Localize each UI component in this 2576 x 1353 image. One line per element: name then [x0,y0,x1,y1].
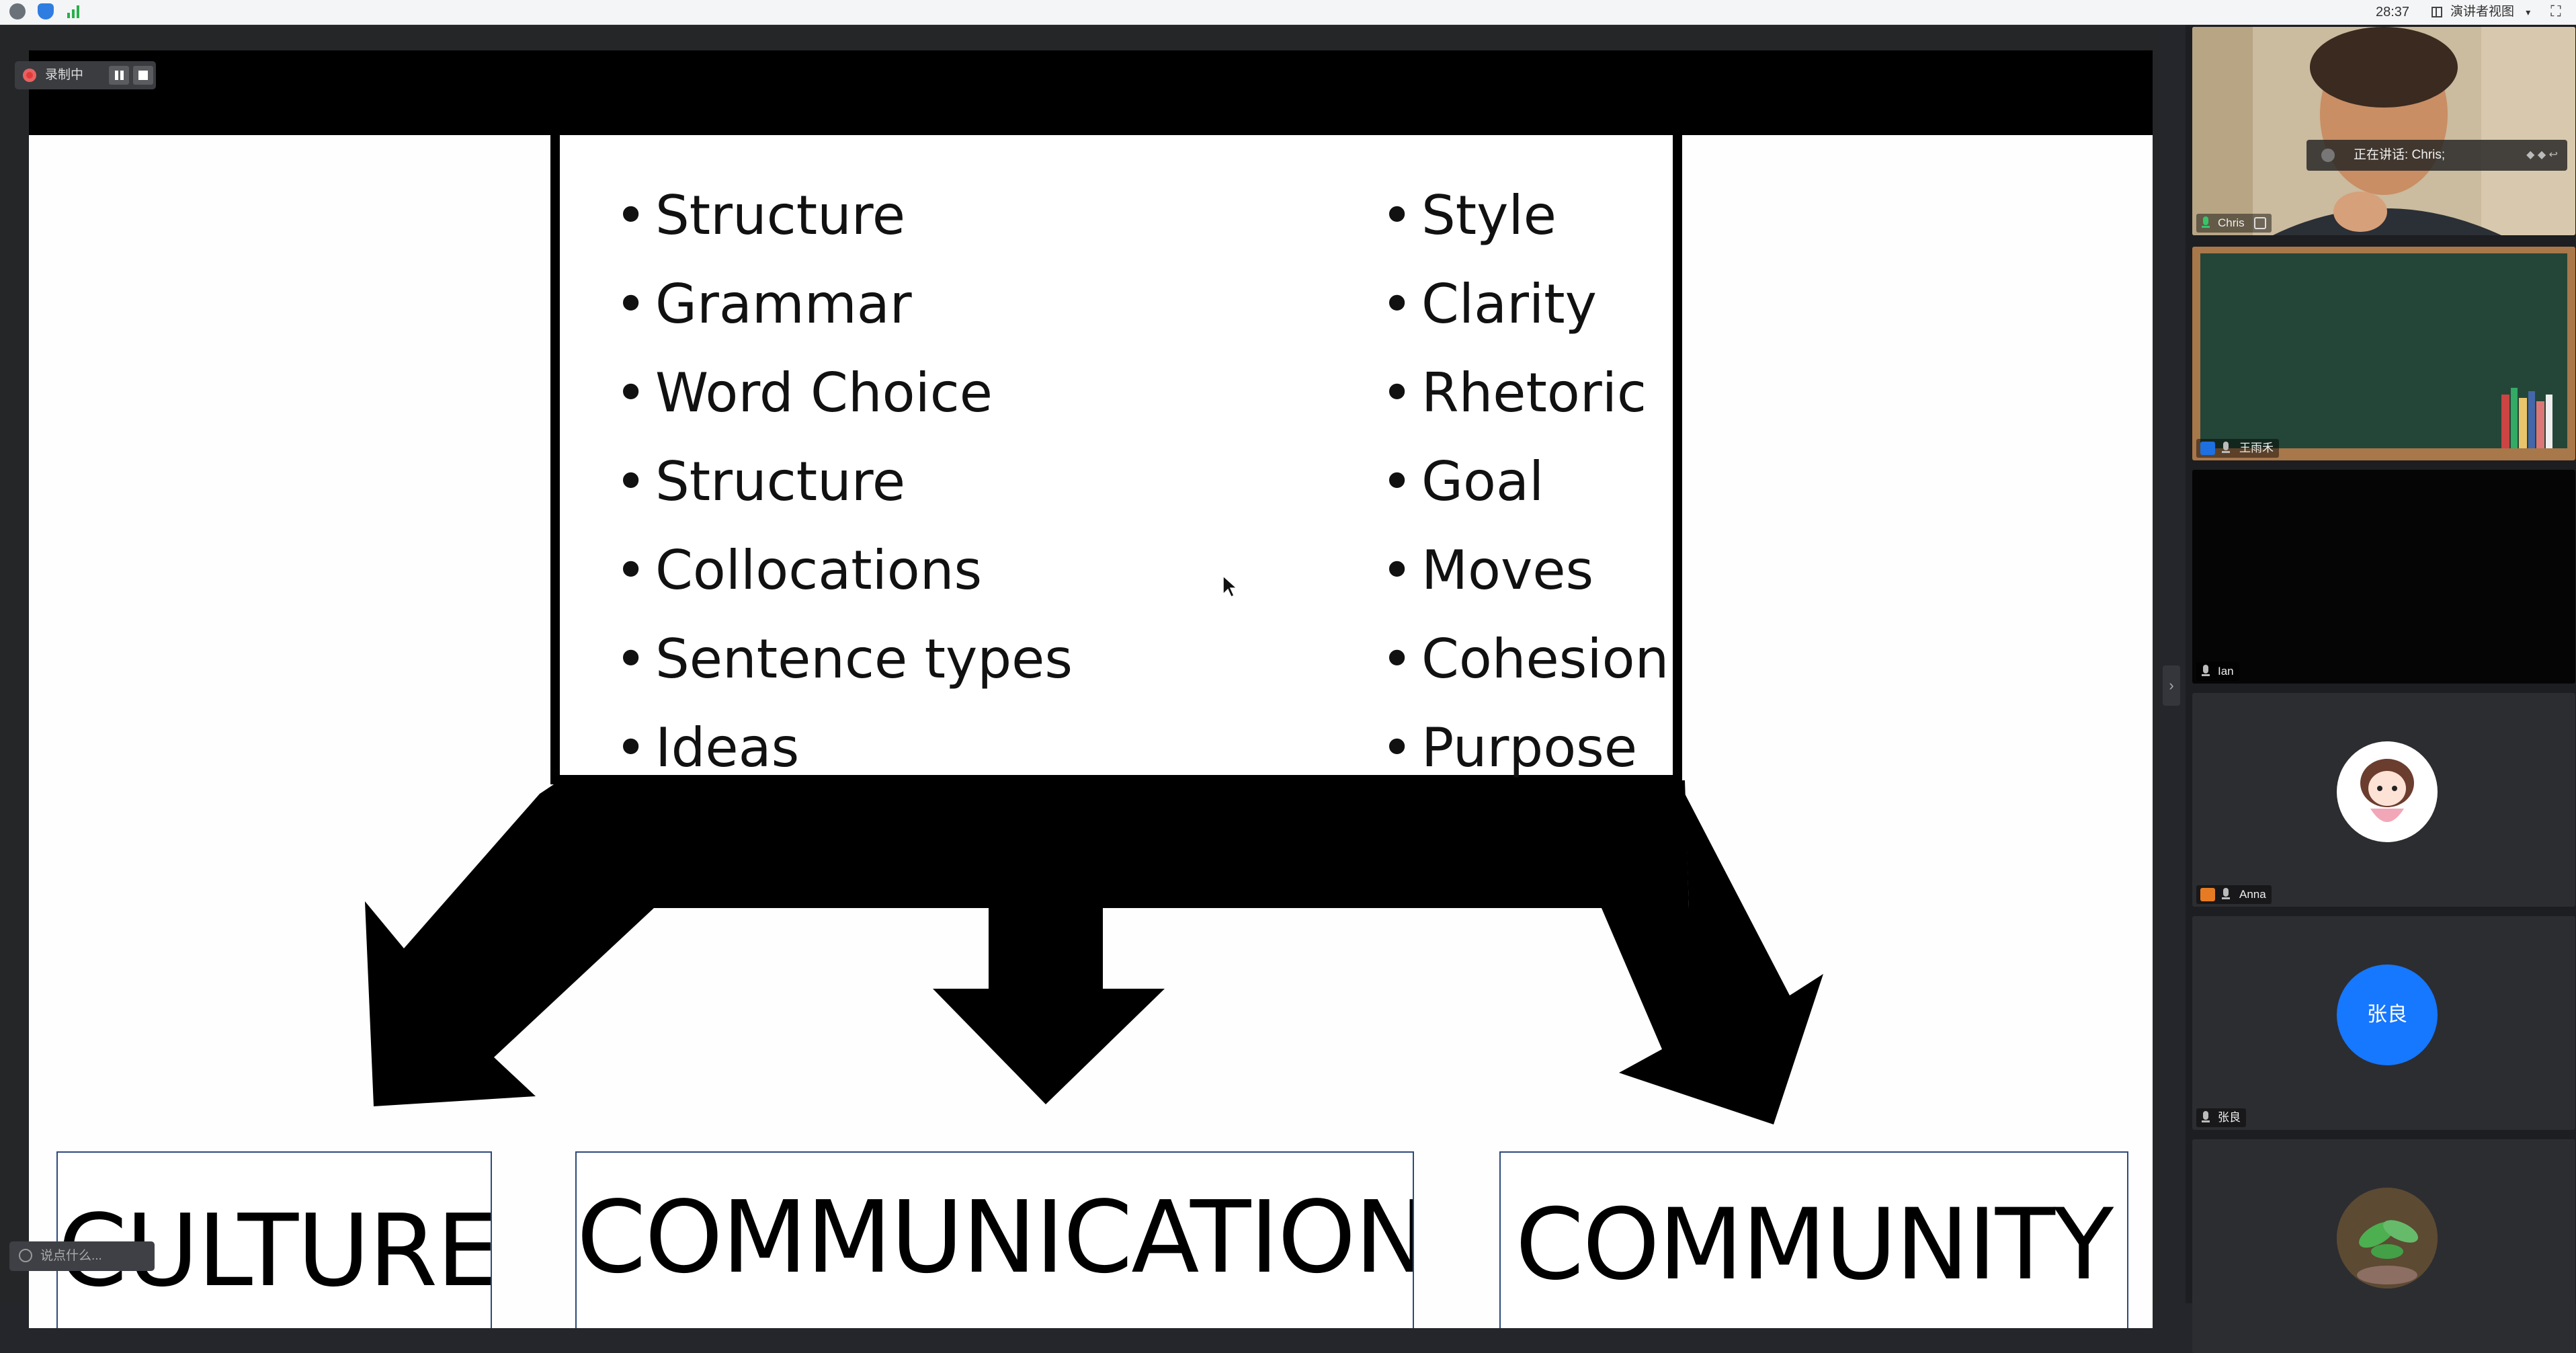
speaking-text: 正在讲话: Chris; [2354,148,2446,162]
participant-name-tag: Ian [2196,662,2239,681]
user-icon [2200,442,2215,455]
mic-icon [2222,888,2230,901]
user-icon [2200,888,2215,901]
list-item: Word Choice [615,349,1073,438]
list-item: Structure [615,171,1073,260]
participant-name-tag: Chris [2196,214,2272,233]
view-mode-label: 演讲者视图 [2450,5,2515,19]
participant-tile-ian[interactable]: Ian [2192,470,2575,684]
info-icon[interactable] [9,3,26,19]
mic-icon [2202,216,2210,230]
participant-name-tag: 张良 [2196,1108,2246,1127]
shield-icon[interactable] [38,3,54,19]
participant-tile-anna[interactable]: Anna [2192,693,2575,907]
list-item: Moves [1381,526,1669,615]
left-arrow [365,780,654,1106]
chevron-down-icon: ▾ [2526,7,2531,17]
right-skill-list: Style Clarity Rhetoric Goal Moves Cohesi… [1381,171,1669,792]
participant-tile-chris[interactable]: 正在讲话: Chris; ◆ ◆ ↩ Chris [2192,27,2575,235]
participant-name: Anna [2239,888,2266,901]
list-item: Grammar [615,260,1073,349]
culture-box: CULTURE [56,1151,492,1328]
tile-tools-icon[interactable]: ◆ ◆ ↩ [2526,149,2558,161]
layout-icon [2432,7,2442,17]
sidebar-collapse-button[interactable]: › [2163,665,2180,706]
right-arrow [1602,794,1823,1124]
arrow-connector [540,780,1689,908]
shared-screen-area: Structure Grammar Word Choice Structure … [0,25,2159,1328]
presentation-slide: Structure Grammar Word Choice Structure … [29,135,2153,1328]
mic-icon [2202,1111,2210,1124]
list-item: Clarity [1381,260,1669,349]
community-box: COMMUNITY [1499,1151,2128,1328]
center-arrow [933,908,1165,1104]
stop-icon[interactable] [133,66,153,85]
list-item: Goal [1381,438,1669,526]
speaking-indicator: 正在讲话: Chris; ◆ ◆ ↩ [2307,140,2567,171]
slide-top-band [29,50,2153,135]
participant-name: 张良 [2218,1111,2241,1124]
recording-status: 录制中 [45,68,84,82]
pause-icon[interactable] [109,66,129,85]
communication-box: COMMUNICATION [575,1151,1414,1328]
record-icon [23,69,36,82]
plant-avatar [2337,1188,2438,1288]
view-mode-dropdown[interactable]: 演讲者视图 ▾ [2427,2,2530,22]
list-item: Purpose [1381,704,1669,792]
participant-name-tag: 王雨禾 [2196,439,2279,458]
emoji-icon[interactable] [19,1249,32,1262]
list-item: Structure [615,438,1073,526]
host-icon [2253,217,2266,229]
list-item: Cohesion [1381,615,1669,704]
anna-avatar [2337,741,2438,842]
list-item: Style [1381,171,1669,260]
left-skill-list: Structure Grammar Word Choice Structure … [615,171,1073,792]
mic-icon [2202,665,2210,678]
chat-input[interactable]: 说点什么... [9,1241,155,1271]
list-item: Rhetoric [1381,349,1669,438]
top-status-bar: 28:37 演讲者视图 ▾ ⛶ [0,0,2576,25]
plant-avatar-icon [2337,1188,2438,1288]
participant-tile-plant[interactable] [2192,1139,2575,1353]
zhang-avatar: 张良 [2337,965,2438,1065]
participant-name: Chris [2218,216,2245,229]
list-item: Ideas [615,704,1073,792]
list-item: Sentence types [615,615,1073,704]
chat-placeholder: 说点什么... [40,1249,102,1263]
participant-sidebar: 正在讲话: Chris; ◆ ◆ ↩ Chris 王雨禾 Ia [2186,25,2576,1353]
communication-label: COMMUNICATION [577,1180,1414,1295]
arrows-graphic [365,780,1823,1124]
speaker-avatar-icon [2321,149,2335,162]
recording-widget: 录制中 [15,61,156,89]
participant-tile-wang[interactable]: 王雨禾 [2192,247,2575,460]
fullscreen-icon[interactable]: ⛶ [2550,3,2561,19]
signal-icon[interactable] [66,3,82,19]
participant-name-tag: Anna [2196,885,2272,904]
list-item: Collocations [615,526,1073,615]
skills-box: Structure Grammar Word Choice Structure … [550,135,1682,792]
mouse-cursor-icon [1222,575,1237,598]
participant-tile-zhang[interactable]: 张良 张良 [2192,916,2575,1130]
chalkboard-video [2192,247,2575,460]
chris-video [2192,27,2575,235]
mic-icon [2222,442,2230,455]
meeting-timer: 28:37 [2376,5,2410,19]
anime-avatar-icon [2337,742,2437,842]
community-label: COMMUNITY [1515,1188,2114,1302]
participant-name: Ian [2218,665,2234,678]
participant-name: 王雨禾 [2239,442,2274,454]
